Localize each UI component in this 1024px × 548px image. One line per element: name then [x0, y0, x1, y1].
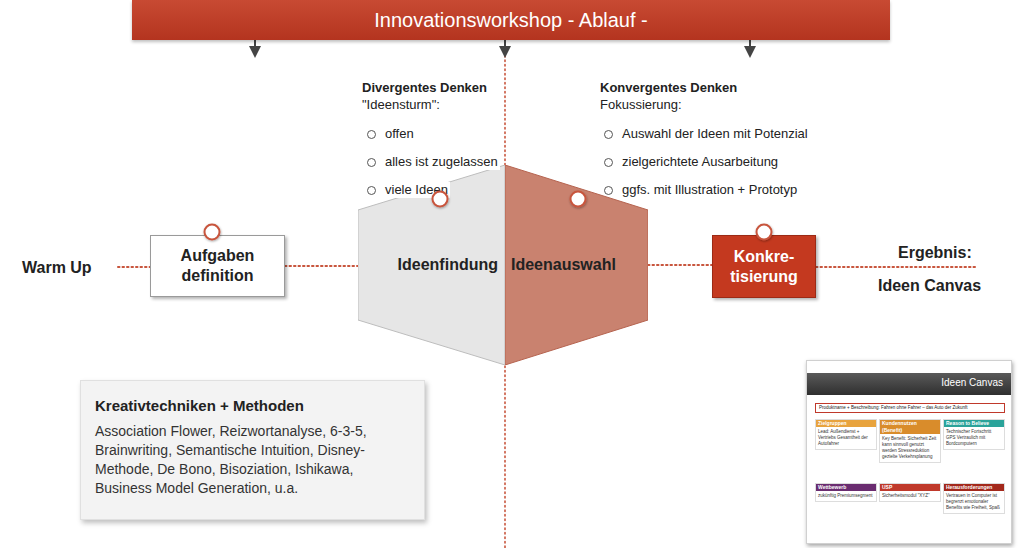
- free-label: "Ideensturm":: [360, 97, 442, 113]
- canvas-cell: Reason to BelieveTechnischer Fortschritt…: [943, 419, 1005, 450]
- node-label: Kreativtechniken + Methoden: [95, 397, 410, 414]
- node-label: Konkre- tisierung: [721, 247, 807, 287]
- node-body: Association Flower, Reizwortanalyse, 6-3…: [95, 422, 410, 498]
- node-body: Sicherheitsmodul "XYZ": [880, 491, 940, 501]
- result-line: [816, 266, 975, 268]
- node-body: Key Benefit: Sicherheit Zeit kann sinnvo…: [880, 434, 940, 462]
- free-label: Ergebnis:: [896, 243, 974, 262]
- node-label: Aufgaben definition: [159, 246, 276, 286]
- node-label: USP: [880, 484, 940, 491]
- down-arrows: [249, 40, 756, 58]
- bullet-circle: [604, 130, 613, 139]
- canvas-cell: Wettbewerbzukünftig Premiumsegment: [815, 483, 877, 502]
- node-label: Herausforderungen: [944, 484, 1004, 491]
- bullet-text: viele Ideen: [383, 182, 450, 198]
- bullet-text: Auswahl der Ideen mit Potenzial: [620, 126, 810, 142]
- node-body: Vertrauen in Computer ist begrenzt emoti…: [944, 491, 1004, 513]
- canvas-cell: Kundennutzen (Benefit)Key Benefit: Siche…: [879, 419, 941, 463]
- node-label: Reason to Believe: [944, 420, 1004, 427]
- canvas-cell: HerausforderungenVertrauen in Computer i…: [943, 483, 1005, 514]
- bullet-circle: [604, 186, 613, 195]
- hexagon-shape: [358, 165, 505, 365]
- node-body: Technischer Fortschritt GPS Vertraulich …: [944, 427, 1004, 449]
- canvas-cell: ZielgruppenLead: Außendienst + Vertriebs…: [815, 419, 877, 450]
- method-box: Kreativtechniken + MethodenAssociation F…: [80, 380, 425, 520]
- node-label: Kundennutzen (Benefit): [880, 420, 940, 434]
- bullet-circle: [367, 186, 376, 195]
- bullet-text: zielgerichtete Ausarbeitung: [620, 154, 780, 170]
- node-body: zukünftig Premiumsegment: [816, 491, 876, 501]
- bullet-text: alles ist zugelassen: [383, 154, 500, 170]
- node-label: Wettbewerb: [816, 484, 876, 491]
- free-label: Warm Up: [20, 258, 94, 277]
- canvas-row: Produktname + Beschreibung: Fahren ohne …: [815, 403, 1005, 413]
- node-label: Ideen Canvas: [941, 377, 1003, 388]
- node-body: Lead: Außendienst + Vertriebs Gesamtheit…: [816, 427, 876, 449]
- bullet-text: offen: [383, 126, 416, 142]
- free-label: Konvergentes Denken: [598, 80, 739, 96]
- free-label: Divergentes Denken: [360, 80, 489, 96]
- result-box: Konkre- tisierung: [712, 235, 816, 298]
- node-label: Ideenfindung: [398, 256, 498, 274]
- title-text: Innovationsworkshop - Ablauf -: [374, 9, 648, 32]
- title-band: Innovationsworkshop - Ablauf -: [132, 0, 890, 40]
- node-label: Ideenauswahl: [511, 256, 616, 274]
- free-label: Fokussierung:: [598, 97, 684, 113]
- bullet-text: ggfs. mit Illustration + Prototyp: [620, 182, 799, 198]
- bullet-circle: [367, 130, 376, 139]
- dotted-connector: [648, 264, 712, 266]
- node-label: Produktname + Beschreibung: Fahren ohne …: [819, 405, 1001, 411]
- warmup-line: [118, 266, 150, 268]
- bullet-circle: [367, 158, 376, 167]
- process-box: Aufgaben definition: [150, 235, 285, 297]
- canvas-cell: USPSicherheitsmodul "XYZ": [879, 483, 941, 502]
- canvas-thumbnail: Ideen CanvasProduktname + Beschreibung: …: [806, 360, 1012, 544]
- node-label: Zielgruppen: [816, 420, 876, 427]
- dotted-connector: [285, 265, 358, 267]
- bullet-circle: [604, 158, 613, 167]
- free-label: Ideen Canvas: [876, 276, 983, 295]
